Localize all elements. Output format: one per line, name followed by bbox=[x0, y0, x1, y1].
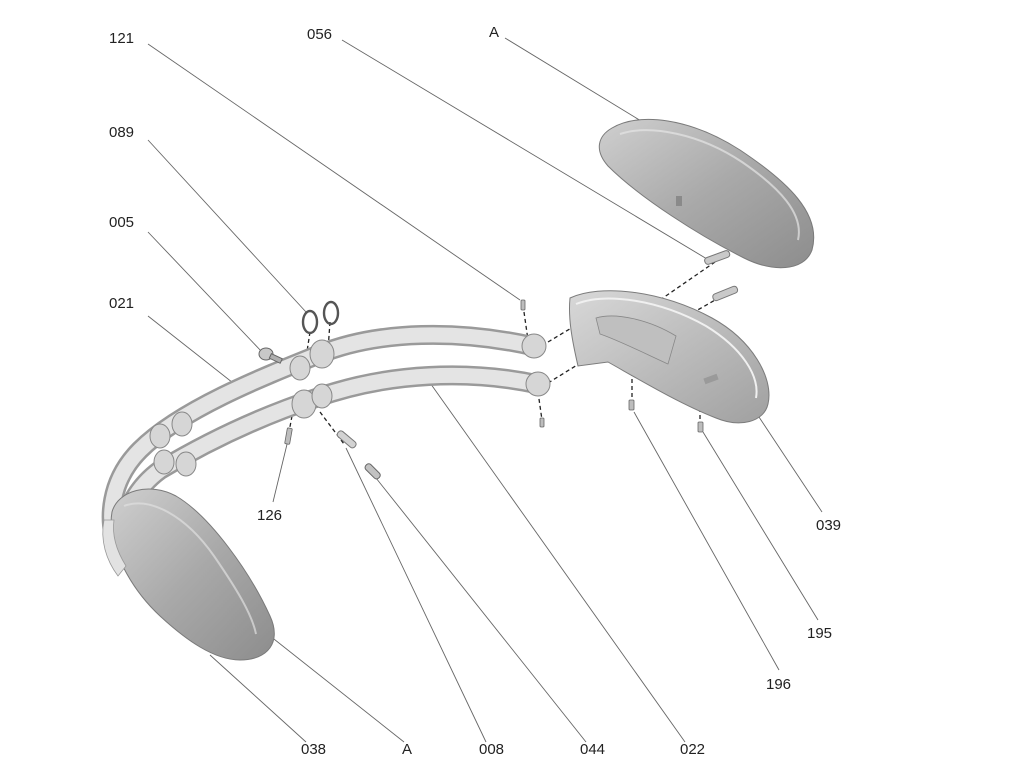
leader-126 bbox=[272, 435, 290, 503]
callout-196: 196 bbox=[766, 676, 792, 693]
rings-089 bbox=[301, 300, 340, 335]
callout-022: 022 bbox=[680, 741, 706, 758]
callout-089: 089 bbox=[109, 124, 135, 141]
leader-039 bbox=[756, 413, 823, 513]
leader-021 bbox=[147, 315, 243, 391]
leader-lines bbox=[147, 37, 823, 743]
frame-tubes bbox=[101, 324, 546, 558]
leader-195 bbox=[702, 431, 819, 621]
leader-196 bbox=[633, 411, 780, 671]
leader-121 bbox=[147, 43, 521, 301]
tube-joints bbox=[149, 333, 551, 477]
leader-089 bbox=[147, 139, 307, 313]
callout-121: 121 bbox=[109, 30, 135, 47]
armrest-pad-top bbox=[598, 118, 815, 269]
callout-056: 056 bbox=[307, 26, 333, 43]
leader-056 bbox=[341, 39, 713, 263]
callout-038: 038 bbox=[301, 741, 327, 758]
callout-008: 008 bbox=[479, 741, 505, 758]
leader-008 bbox=[345, 447, 487, 743]
callout-126: 126 bbox=[257, 507, 283, 524]
callout-005: 005 bbox=[109, 214, 135, 231]
knob-005 bbox=[258, 347, 283, 364]
leader-a-bottom bbox=[259, 627, 405, 743]
leader-038 bbox=[209, 654, 307, 743]
leader-005 bbox=[147, 231, 263, 353]
leader-a-top bbox=[504, 37, 647, 125]
callout-a-top: A bbox=[489, 24, 500, 41]
leader-022 bbox=[427, 379, 686, 743]
callout-a-bottom: A bbox=[402, 741, 413, 758]
armrest-pad-bottom bbox=[102, 488, 275, 661]
callout-039: 039 bbox=[816, 517, 842, 534]
screws bbox=[284, 299, 704, 445]
callout-195: 195 bbox=[807, 625, 833, 642]
callout-021: 021 bbox=[109, 295, 135, 312]
pin-008-bolt-044 bbox=[336, 430, 381, 480]
leader-044 bbox=[375, 477, 587, 743]
armrest-shell-039 bbox=[569, 290, 770, 424]
pin-056 bbox=[704, 250, 739, 302]
callout-044: 044 bbox=[580, 741, 606, 758]
